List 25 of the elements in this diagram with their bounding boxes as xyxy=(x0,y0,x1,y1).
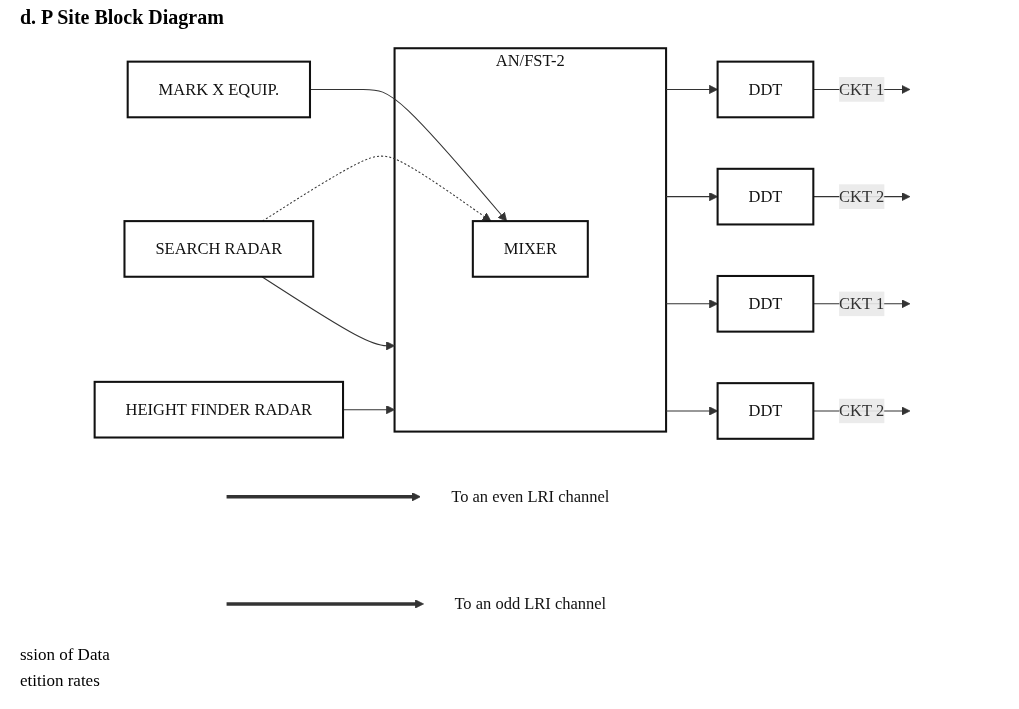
arrow xyxy=(665,299,718,309)
node-text: To an odd LRI channel xyxy=(454,594,607,613)
node-label: CKT 2 xyxy=(839,187,885,205)
text-fragment: ssion of Data xyxy=(20,645,110,665)
node-label: CKT 2 xyxy=(839,401,885,420)
arrow xyxy=(226,599,424,609)
node-box: MARK X EQUIP. xyxy=(126,60,311,119)
arrow xyxy=(226,492,421,502)
arrow xyxy=(665,84,718,94)
node-text: To an even LRI channel xyxy=(451,487,610,506)
node-box: MIXER xyxy=(471,220,589,278)
arrow xyxy=(665,406,718,416)
node-box: DDT xyxy=(716,167,815,226)
text-fragment: etition rates xyxy=(20,671,101,691)
node-box: DDT xyxy=(716,274,815,333)
node-box: HEIGHT FINDER RADAR xyxy=(93,380,345,439)
node-box: SEARCH RADAR xyxy=(123,220,315,278)
node-label: CKT 1 xyxy=(839,80,885,98)
node-label: CKT 1 xyxy=(839,294,885,313)
diagram-title: d. P Site Block Diagram xyxy=(20,6,224,29)
node-box: DDT xyxy=(716,60,815,119)
arrow xyxy=(309,88,508,222)
arrow xyxy=(261,276,395,351)
node-box: DDT xyxy=(716,382,815,440)
arrow xyxy=(665,192,718,202)
